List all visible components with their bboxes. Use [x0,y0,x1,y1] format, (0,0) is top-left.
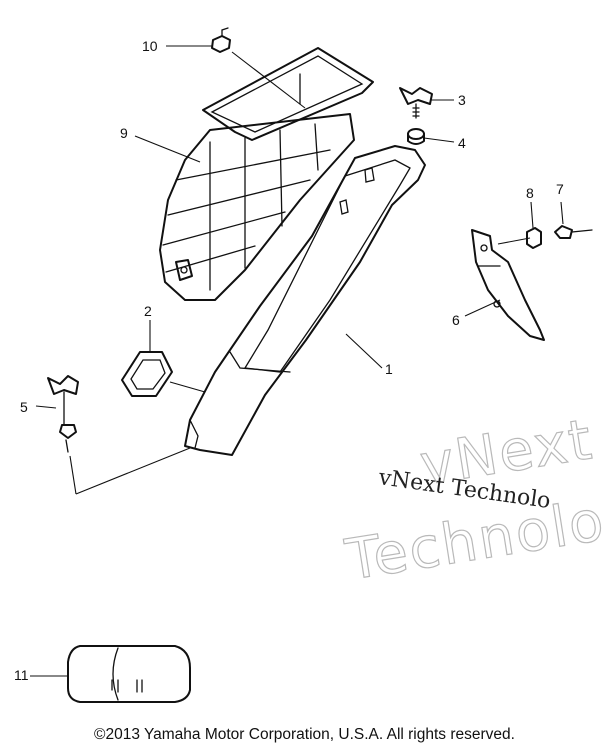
callout-7: 7 [556,181,564,197]
part-4-collar [407,128,425,145]
callout-1: 1 [385,361,393,377]
part-2-grommet [121,351,173,397]
part-5-wing-bolt [47,375,79,453]
part-8-washer [526,227,542,249]
leader-lines [30,45,564,677]
callout-4: 4 [458,135,466,151]
callout-2: 2 [144,303,152,319]
watermark-outline-bottom: Technolo [341,488,609,593]
callout-9: 9 [120,125,128,141]
callout-11: 11 [14,667,29,683]
part-10-clip [211,27,231,53]
part-9-air-duct [159,47,374,301]
part-1-cover-panel [184,145,426,456]
part-11-cover [67,645,191,703]
part-7-screw [554,225,593,239]
part-6-bracket [471,229,545,341]
callout-5: 5 [20,399,28,415]
copyright-notice: ©2013 Yamaha Motor Corporation, U.S.A. A… [94,726,515,743]
callout-3: 3 [458,92,466,108]
part-3-wing-bolt [399,87,433,119]
callout-10: 10 [142,38,158,54]
callout-8: 8 [526,185,534,201]
callout-6: 6 [452,312,460,328]
